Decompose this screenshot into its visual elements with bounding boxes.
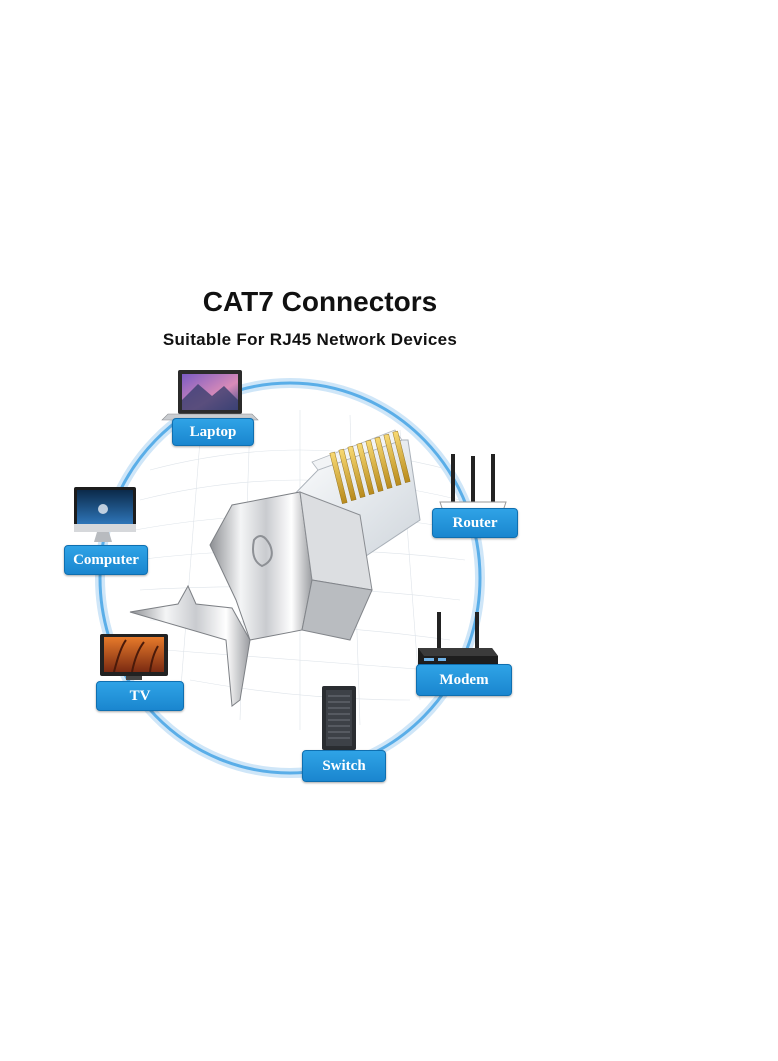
tv-icon	[100, 634, 168, 680]
label-laptop: Laptop	[172, 418, 254, 446]
switch-icon	[322, 686, 356, 750]
diagram-subtitle: Suitable For RJ45 Network Devices	[162, 330, 458, 349]
label-router: Router	[432, 508, 518, 538]
label-computer: Computer	[64, 545, 148, 575]
diagram-title: CAT7 Connectors	[202, 286, 438, 317]
connection-ring	[98, 381, 482, 775]
label-modem: Modem	[416, 664, 512, 696]
router-icon	[439, 454, 507, 515]
label-tv: TV	[96, 681, 184, 711]
computer-icon	[74, 487, 136, 542]
rj45-connector-illustration	[129, 429, 421, 707]
laptop-icon	[161, 370, 259, 421]
modem-icon	[418, 612, 498, 668]
label-switch: Switch	[302, 750, 386, 782]
